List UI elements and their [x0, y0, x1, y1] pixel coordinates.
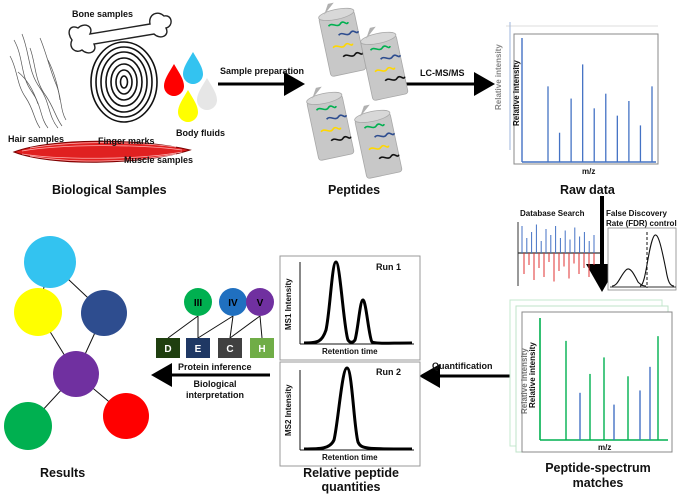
run2-xlabel: Retention time	[322, 453, 378, 462]
peptide-box-E: E	[186, 338, 210, 358]
psm-title-line2: matches	[572, 476, 624, 490]
run2-label: Run 2	[376, 367, 402, 377]
finger-label: Finger marks	[98, 136, 155, 146]
peptide-strand	[378, 153, 400, 160]
run1-xlabel: Retention time	[322, 347, 378, 356]
peptide-tube	[318, 2, 367, 77]
raw-ghost-label: Relative intensity	[494, 44, 503, 110]
peptide-strand	[315, 105, 337, 111]
quantities-title-line2: quantities	[321, 480, 381, 494]
peptide-strand	[369, 45, 391, 51]
raw-spectrum-peaks	[547, 64, 653, 162]
raw-spectrum-frame	[513, 33, 659, 165]
sample-prep-label: Sample preparation	[220, 66, 305, 76]
bio-interp-line1: Biological	[193, 379, 237, 389]
fdr-label-line1: False Discovery	[606, 209, 667, 218]
psm-title-line1: Peptide-spectrum	[545, 461, 651, 475]
run1-label: Run 1	[376, 262, 402, 272]
svg-text:D: D	[164, 344, 171, 355]
run1-ylabel: MS1 Intensity	[284, 278, 293, 330]
raw-xlabel: m/z	[582, 167, 596, 176]
psm-xlabel: m/z	[598, 443, 612, 452]
psm-spectrum-peaks	[565, 336, 659, 440]
svg-text:III: III	[194, 298, 203, 309]
bone-label: Bone samples	[72, 9, 134, 19]
svg-text:C: C	[226, 344, 233, 355]
psm-spectrum-frame	[521, 311, 673, 453]
protein-node-V: V	[246, 288, 274, 316]
peptides-title: Peptides	[328, 183, 381, 197]
bone-illustration	[68, 12, 172, 54]
peptide-strand	[342, 51, 364, 58]
body-fluids-label: Body fluids	[176, 128, 225, 138]
biological-samples-title: Biological Samples	[52, 183, 167, 197]
raw-data-title: Raw data	[560, 183, 615, 197]
hair-illustration	[9, 33, 67, 129]
hair-label: Hair samples	[8, 134, 65, 144]
svg-text:IV: IV	[228, 298, 238, 309]
protein-inference-links	[167, 315, 263, 339]
peptide-tube	[306, 86, 355, 161]
svg-text:E: E	[195, 344, 202, 355]
peptide-strand	[332, 42, 354, 49]
run1-chromatogram	[303, 260, 413, 345]
result-node-navy	[81, 290, 127, 336]
peptide-strand	[363, 123, 385, 129]
fdr-label-line2: Rate (FDR) control	[606, 219, 677, 228]
peptide-tube	[354, 104, 403, 179]
peptide-strand	[327, 21, 349, 27]
bio-interp-line2: interpretation	[185, 390, 244, 400]
fingerprint-illustration	[90, 41, 158, 123]
body-fluid-drops	[164, 52, 217, 122]
peptide-box-H: H	[250, 338, 274, 358]
protein-nodes: III IV V	[184, 288, 274, 316]
lcms-label: LC-MS/MS	[420, 68, 465, 78]
svg-text:V: V	[257, 298, 264, 309]
run2-chromatogram	[303, 366, 413, 451]
result-node-purple	[53, 351, 99, 397]
result-node-green	[4, 402, 52, 450]
peptide-strand	[320, 126, 342, 133]
result-node-red	[103, 393, 149, 439]
results-network-nodes	[4, 236, 149, 450]
protein-inference-label: Protein inference	[178, 362, 252, 372]
peptide-box-D: D	[156, 338, 180, 358]
psm-ylabel: Relative intensity	[528, 342, 537, 408]
peptide-box-C: C	[218, 338, 242, 358]
peptide-tubes	[306, 2, 409, 179]
quantification-label: Quantification	[432, 361, 493, 371]
peptide-strand	[325, 114, 348, 120]
raw-spectrum-ghost	[506, 22, 658, 150]
database-search-label: Database Search	[520, 209, 585, 218]
svg-text:H: H	[258, 344, 265, 355]
peptide-strand	[374, 66, 396, 73]
result-node-cyan	[24, 236, 76, 288]
quantities-title-line1: Relative peptide	[303, 466, 399, 480]
peptide-strand	[368, 144, 390, 151]
peptide-strand	[330, 135, 352, 142]
results-title: Results	[40, 466, 86, 480]
result-node-yellow	[14, 288, 62, 336]
peptide-strand	[384, 75, 406, 82]
protein-node-IV: IV	[219, 288, 247, 316]
run2-ylabel: MS2 Intensity	[284, 384, 293, 436]
peptide-strand	[337, 30, 360, 36]
peptide-tube	[360, 26, 409, 101]
muscle-label: Muscle samples	[124, 155, 194, 165]
peptide-strand	[379, 54, 402, 60]
database-search-plot	[517, 222, 600, 286]
peptide-strand	[373, 132, 396, 138]
fdr-plot	[607, 227, 677, 291]
raw-ylabel: Relative intensity	[512, 60, 521, 126]
protein-node-III: III	[184, 288, 212, 316]
muscle-illustration	[12, 140, 192, 163]
